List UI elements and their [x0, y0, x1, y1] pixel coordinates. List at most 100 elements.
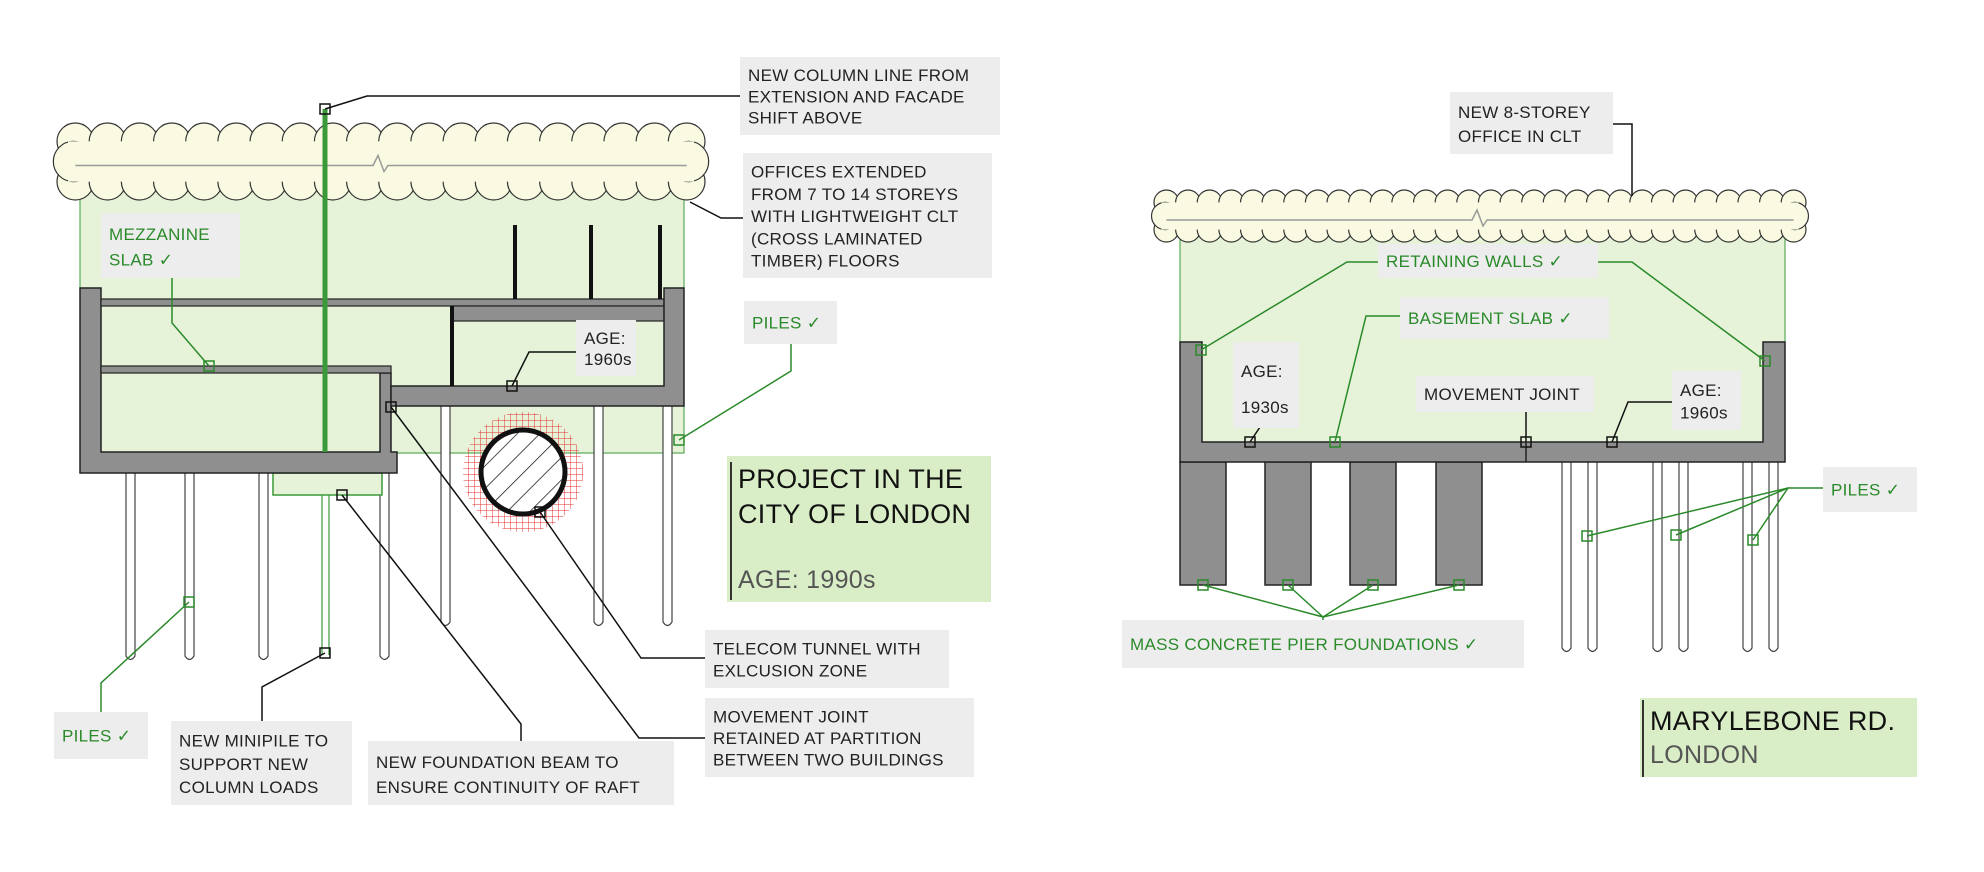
label-line: TELECOM TUNNEL WITH: [713, 640, 921, 659]
label-line: OFFICE IN CLT: [1458, 127, 1582, 146]
leader-marker: [1244, 436, 1256, 448]
right-piles: [1561, 462, 1779, 653]
label-background: [101, 213, 240, 278]
label-left-age: AGE:1960s: [576, 320, 636, 376]
leader-marker: [1606, 436, 1618, 448]
site-title: MARYLEBONE RD.: [1650, 706, 1895, 736]
pile: [1742, 462, 1753, 653]
label-right-age-b: AGE:1960s: [1672, 371, 1741, 430]
label-line: NEW FOUNDATION BEAM TO: [376, 753, 619, 772]
upper-slab-band: [451, 305, 665, 322]
label-right-retaining: RETAINING WALLS ✓: [1378, 244, 1598, 278]
label-line: COLUMN LOADS: [179, 778, 319, 797]
leader-line: [1322, 584, 1460, 618]
leader-marker: [1195, 344, 1207, 356]
pile: [258, 473, 269, 661]
leader-marker: [1453, 579, 1465, 591]
leader-marker: [506, 380, 518, 392]
label-line: NEW MINIPILE TO: [179, 732, 328, 751]
leader-marker: [319, 103, 331, 115]
leader-line: [100, 601, 190, 712]
newer-building-box: [390, 287, 685, 407]
top-slab: [100, 298, 665, 307]
pile: [379, 473, 390, 661]
tunnel-lining: [478, 427, 568, 517]
leader-marker: [1197, 579, 1209, 591]
pier: [1349, 461, 1397, 586]
leader-line: [689, 201, 743, 219]
label-background: [171, 721, 352, 805]
label-line: 1960s: [584, 350, 632, 369]
label-line: MOVEMENT JOINT: [1424, 385, 1580, 404]
label-background: [1823, 467, 1917, 512]
leader-lines: [100, 95, 1823, 741]
annotation-labels: NEW COLUMN LINE FROM EXTENSION AND FACADE…: [54, 57, 1917, 805]
label-line: FROM 7 TO 14 STOREYS: [751, 185, 958, 204]
label-line: 1930s: [1241, 398, 1289, 417]
new-storeys-cloud: [52, 122, 710, 201]
label-background: [743, 153, 992, 278]
label-left-piles-left: PILES ✓: [54, 712, 148, 759]
label-line: AGE:: [1680, 381, 1722, 400]
pile: [1652, 462, 1663, 653]
label-left-piles-right: PILES ✓: [744, 301, 837, 344]
pile: [1587, 462, 1598, 653]
pier: [1179, 461, 1227, 586]
pile: [184, 473, 195, 661]
label-line: ENSURE CONTINUITY OF RAFT: [376, 778, 640, 797]
label-line: NEW COLUMN LINE FROM: [748, 66, 969, 85]
leader-marker: [1520, 436, 1532, 448]
label-line: MOVEMENT JOINT: [713, 707, 869, 726]
label-right-office: NEW 8-STOREY OFFICE IN CLT: [1450, 92, 1613, 154]
label-background: [1233, 342, 1299, 428]
leader-line: [1287, 584, 1324, 618]
label-line: RETAINED AT PARTITION: [713, 729, 922, 748]
leader-line: [171, 278, 210, 367]
leader-line: [1598, 261, 1766, 362]
label-line: SUPPORT NEW: [179, 755, 308, 774]
label-line: BASEMENT SLAB ✓: [1408, 309, 1573, 328]
leader-marker: [1367, 579, 1379, 591]
leader-marker: [336, 489, 348, 501]
mass-concrete-piers: [1179, 461, 1483, 586]
project-age: AGE: 1990s: [738, 566, 876, 594]
label-background: [1400, 297, 1609, 339]
label-line: PILES ✓: [1831, 481, 1900, 500]
label-line: (CROSS LAMINATED: [751, 229, 923, 248]
left-piles: [125, 406, 673, 661]
leader-line: [511, 351, 576, 387]
label-background: [1378, 244, 1598, 278]
label-left-telecom: TELECOM TUNNEL WITH EXLCUSION ZONE: [705, 630, 949, 688]
label-line: NEW 8-STOREY: [1458, 103, 1591, 122]
leader-marker: [203, 360, 215, 372]
leader-marker: [1759, 355, 1771, 367]
label-line: EXLCUSION ZONE: [713, 662, 867, 681]
label-line: WITH LIGHTWEIGHT CLT: [751, 207, 958, 226]
label-line: PILES ✓: [62, 727, 131, 746]
pile: [593, 406, 604, 627]
label-background: [1416, 376, 1594, 412]
label-background: [1450, 92, 1613, 154]
pile: [662, 406, 673, 627]
pile: [1678, 462, 1689, 653]
leader-line: [1334, 315, 1400, 443]
label-left-minipile: NEW MINIPILE TO SUPPORT NEW COLUMN LOADS: [171, 721, 352, 805]
label-background: [740, 57, 1000, 135]
label-background: [705, 698, 974, 777]
leader-line: [539, 511, 705, 659]
leader-line: [1675, 487, 1789, 536]
project-title-block: PROJECT IN THE CITY OF LONDON AGE: 1990s: [727, 456, 991, 602]
leader-line: [1200, 261, 1378, 351]
pier: [1435, 461, 1483, 586]
leader-line: [1611, 401, 1672, 443]
label-background: [368, 741, 674, 805]
label-left-column-line: NEW COLUMN LINE FROM EXTENSION AND FACADE…: [740, 57, 1000, 135]
leader-marker: [1670, 529, 1682, 541]
label-right-piers: MASS CONCRETE PIER FOUNDATIONS ✓: [1122, 620, 1524, 668]
pile: [440, 406, 451, 627]
label-line: EXTENSION AND FACADE: [748, 87, 965, 106]
